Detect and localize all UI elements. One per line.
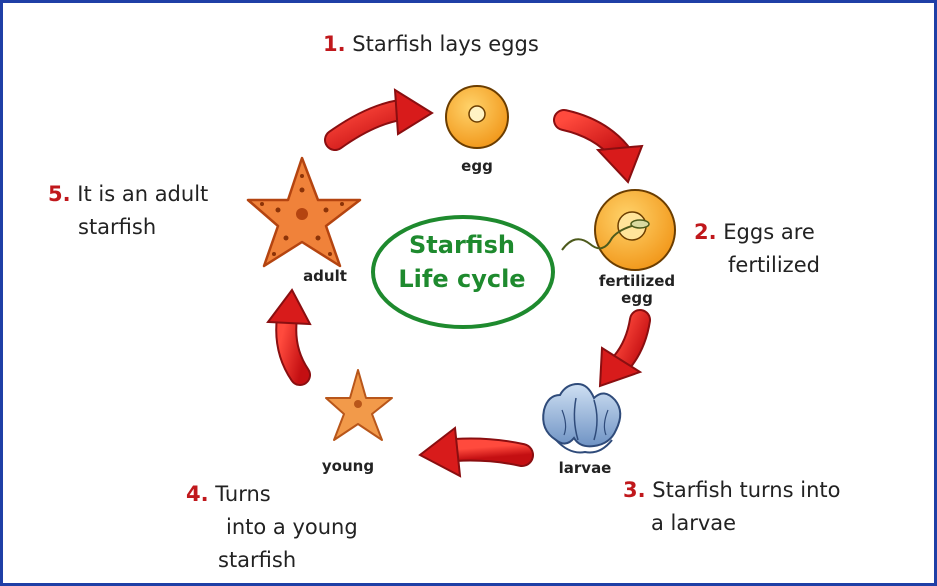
young-starfish-illustration	[326, 370, 392, 440]
step-4-text-line2: into a young	[186, 511, 358, 544]
step-5-number: 5.	[48, 182, 71, 206]
center-title: Starfish Life cycle	[372, 228, 552, 296]
center-title-line1: Starfish	[372, 228, 552, 262]
arrow-adult-to-egg	[335, 90, 432, 140]
step-2-text-line2: fertilized	[694, 249, 820, 282]
arrow-fertilized-to-larvae	[600, 320, 640, 386]
step-4-number: 4.	[186, 482, 209, 506]
step-5: 5. It is an adult starfish	[48, 178, 208, 244]
larvae-illustration	[543, 384, 620, 453]
stage-label-fertilized-line2: egg	[585, 290, 689, 307]
stage-label-larvae: larvae	[548, 460, 622, 477]
step-4: 4. Turns into a young starfish	[186, 478, 358, 577]
step-2-text-line1: Eggs are	[723, 220, 815, 244]
adult-starfish-illustration	[248, 158, 360, 266]
step-1-number: 1.	[323, 32, 346, 56]
stage-label-adult: adult	[294, 268, 356, 285]
arrow-egg-to-fertilized	[564, 120, 642, 182]
step-3-number: 3.	[623, 478, 646, 502]
step-4-text-line3: starfish	[186, 544, 358, 577]
egg-illustration	[446, 86, 508, 148]
arrow-young-to-adult	[268, 290, 310, 375]
center-title-line2: Life cycle	[372, 262, 552, 296]
step-1: 1. Starfish lays eggs	[323, 28, 539, 61]
step-5-text-line2: starfish	[48, 211, 208, 244]
step-3-text-line1: Starfish turns into	[652, 478, 840, 502]
step-4-text-line1: Turns	[215, 482, 270, 506]
step-1-text: Starfish lays eggs	[352, 32, 539, 56]
step-3: 3. Starfish turns into a larvae	[623, 474, 840, 540]
step-5-text-line1: It is an adult	[77, 182, 208, 206]
step-3-text-line2: a larvae	[623, 507, 840, 540]
step-2-number: 2.	[694, 220, 717, 244]
stage-label-young: young	[315, 458, 381, 475]
stage-label-egg: egg	[452, 158, 502, 175]
arrow-larvae-to-young	[420, 428, 522, 476]
stage-label-fertilized-line1: fertilized	[585, 273, 689, 290]
step-2: 2. Eggs are fertilized	[694, 216, 820, 282]
fertilized-egg-illustration	[562, 190, 675, 270]
stage-label-fertilized-egg: fertilized egg	[585, 273, 689, 307]
